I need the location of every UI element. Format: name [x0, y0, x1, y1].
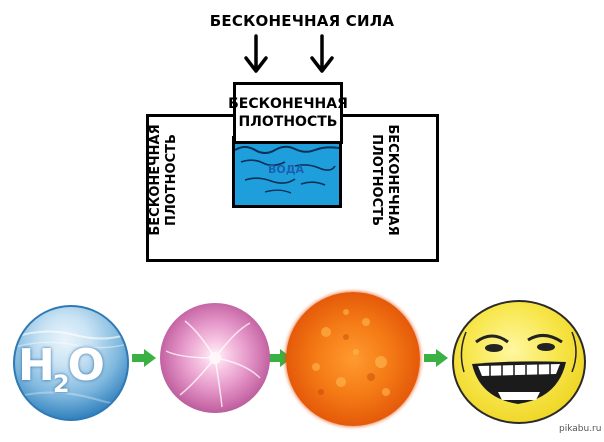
- arrow-right-icon: [424, 349, 448, 367]
- right-density-label: БЕСКОНЕЧНАЯ ПЛОТНОСТЬ: [360, 120, 400, 240]
- plasma-filaments: [165, 320, 261, 408]
- piston-block: БЕСКОНЕЧНАЯ ПЛОТНОСТЬ: [228, 82, 348, 144]
- watermark: pikabu.ru: [559, 424, 602, 434]
- h2o-o: O: [67, 340, 105, 391]
- right-density-line1: БЕСКОНЕЧНАЯ: [385, 124, 400, 236]
- arrow-down-icon: [244, 34, 268, 73]
- left-density-line1: БЕСКОНЕЧНАЯ: [148, 124, 163, 236]
- left-density-label: БЕСКОНЕЧНАЯ ПЛОТНОСТЬ: [148, 120, 188, 240]
- piston-label: БЕСКОНЕЧНАЯ ПЛОТНОСТЬ: [228, 95, 348, 131]
- plasma-sphere: [160, 303, 270, 413]
- troll-face-features: [460, 331, 577, 404]
- right-density-line2: ПЛОТНОСТЬ: [369, 134, 384, 226]
- piston-label-line2: ПЛОТНОСТЬ: [238, 114, 338, 130]
- force-label: БЕСКОНЕЧНАЯ СИЛА: [209, 12, 395, 30]
- water-well: [232, 136, 342, 208]
- sun-texture: [312, 309, 390, 396]
- sun-sphere: [286, 292, 420, 426]
- h2o-h: H: [18, 340, 55, 391]
- water-label: ВОДА: [268, 163, 305, 176]
- troll-face: [452, 300, 586, 424]
- h2o-subscript: 2: [52, 370, 70, 398]
- water-waves: [235, 145, 339, 194]
- arrow-down-icon: [310, 34, 334, 73]
- arrow-right-icon: [132, 349, 156, 367]
- piston-label-line1: БЕСКОНЕЧНАЯ: [228, 96, 348, 112]
- water-sphere: [13, 305, 129, 421]
- water-ripples: [15, 330, 127, 406]
- left-density-line2: ПЛОТНОСТЬ: [164, 134, 179, 226]
- h2o-formula: H2O: [18, 340, 128, 398]
